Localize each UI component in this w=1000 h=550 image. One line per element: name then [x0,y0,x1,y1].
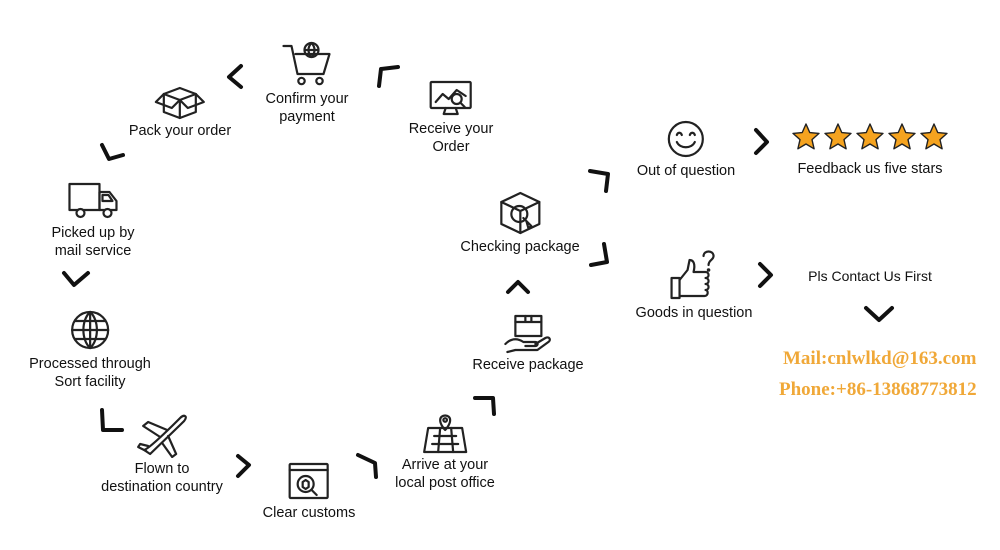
airplane-icon [136,414,187,458]
corner-arrow-icon [377,65,400,88]
monitor-chart-icon [429,80,473,116]
contact-phone: Phone:+86-13868773812 [779,379,977,400]
delivery-truck-icon [67,182,118,219]
chevron-left-icon [227,64,243,89]
hand-package-icon [503,314,551,354]
chevron-right-icon [758,262,773,288]
step-label: Pls Contact Us First [808,268,932,284]
chevron-down-icon [62,271,90,287]
step-label: Receive package [472,357,584,373]
step-label: Checking package [460,239,580,255]
chevron-right-icon [236,454,251,478]
star-icon [792,123,820,150]
step-clear-customs: Clear customs [262,460,356,522]
chevron-right-icon [754,128,769,155]
step-checking-package: Checking package [460,190,580,256]
step-pack-order: Pack your order [129,80,231,140]
contact-email: Mail:cnlwlkd@163.com [783,348,977,369]
chevron-right-icon [356,453,378,479]
star-icon [920,123,948,150]
customs-inspection-icon [288,462,330,500]
step-label: Feedback us five stars [797,161,943,177]
corner-arrow-icon [473,396,496,416]
star-icon [824,123,852,150]
step-label: Clear customs [262,505,356,521]
package-check-icon [499,191,541,235]
star-icon [888,123,916,150]
step-contact-first: Pls Contact Us First [808,265,932,285]
globe-icon [70,310,110,350]
step-label: Pack your order [128,123,232,139]
star-icon [856,123,884,150]
step-goods-in-question: Goods in question [635,248,753,322]
step-feedback: Feedback us five stars [791,122,949,178]
chevron-down-icon [100,143,125,161]
step-receive-package: Receive package [472,310,584,374]
smiley-face-icon [667,120,705,158]
map-pin-icon [422,414,468,454]
corner-arrow-icon [100,408,124,432]
chevron-down-icon [864,306,894,322]
shopping-cart-globe-icon [281,41,331,86]
step-label: Goods in question [635,305,753,321]
corner-arrow-icon [589,242,609,267]
thumbs-up-question-icon [670,250,716,300]
star-rating [791,122,949,156]
open-box-icon [154,86,206,120]
chevron-up-icon [506,280,530,294]
corner-arrow-icon [588,169,610,193]
step-label: Out of question [636,163,736,179]
step-out-of-question: Out of question [637,118,735,180]
